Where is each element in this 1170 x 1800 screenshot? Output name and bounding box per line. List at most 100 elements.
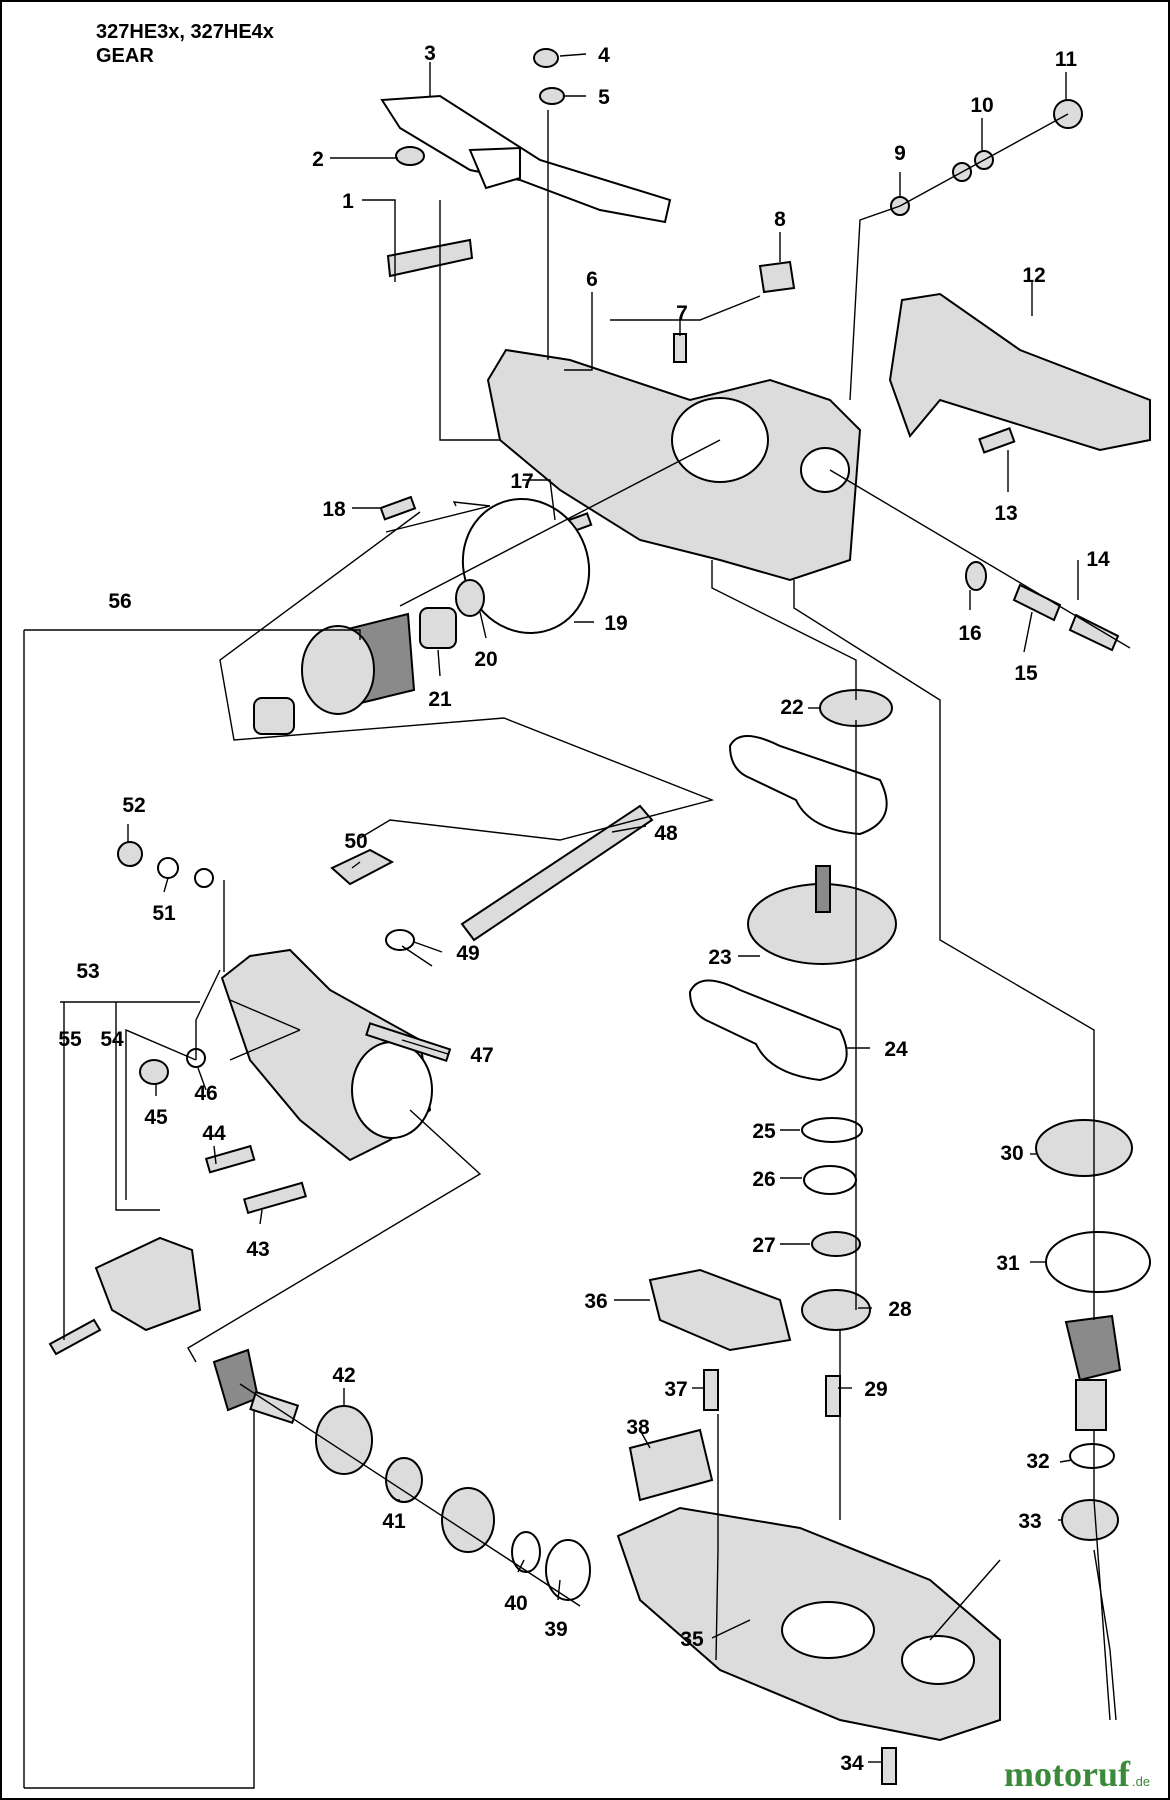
part-screw bbox=[242, 1181, 307, 1215]
part-ball-bearing bbox=[315, 1405, 373, 1475]
part-spring bbox=[48, 1318, 102, 1356]
part-plug bbox=[758, 260, 796, 294]
part-ball-bearing bbox=[441, 1487, 495, 1553]
part-label: 17 bbox=[510, 470, 533, 493]
part-label: 31 bbox=[996, 1252, 1020, 1275]
part-label: 37 bbox=[664, 1378, 687, 1401]
part-label: 7 bbox=[676, 302, 688, 325]
part-label: 34 bbox=[840, 1752, 864, 1775]
part-label: 54 bbox=[100, 1028, 124, 1051]
part-slide-cap bbox=[94, 1236, 202, 1332]
part-label: 10 bbox=[970, 94, 993, 117]
part-circlip bbox=[545, 1539, 591, 1601]
part-screw bbox=[673, 333, 687, 363]
part-label: 42 bbox=[332, 1364, 355, 1387]
part-washer bbox=[801, 1117, 863, 1143]
part-label: 36 bbox=[584, 1290, 607, 1313]
part-label: 14 bbox=[1086, 548, 1110, 571]
part-labels: 1 bbox=[342, 190, 354, 213]
part-needle-bearing bbox=[419, 607, 457, 649]
parts-layer bbox=[48, 48, 1151, 1785]
part-label: 21 bbox=[428, 688, 452, 711]
part-bracket bbox=[648, 1268, 792, 1352]
part-label: 6 bbox=[586, 268, 598, 291]
part-label: 18 bbox=[322, 498, 346, 521]
part-label: 33 bbox=[1018, 1510, 1041, 1533]
part-label: 32 bbox=[1026, 1450, 1049, 1473]
part-handle bbox=[888, 292, 1151, 452]
part-label: 12 bbox=[1022, 264, 1045, 287]
part-bevel-pinion bbox=[212, 1348, 260, 1412]
part-label: 20 bbox=[474, 648, 497, 671]
part-label: 41 bbox=[382, 1510, 406, 1533]
part-label: 56 bbox=[108, 590, 131, 613]
part-label: 11 bbox=[1055, 48, 1078, 71]
part-block bbox=[628, 1428, 714, 1502]
part-washer bbox=[539, 87, 565, 105]
part-ball-bearing bbox=[1061, 1499, 1119, 1541]
part-circlip bbox=[1045, 1231, 1151, 1293]
part-label: 25 bbox=[752, 1120, 776, 1143]
part-label: 30 bbox=[1000, 1142, 1023, 1165]
part-label: 44 bbox=[202, 1122, 226, 1145]
part-label: 24 bbox=[884, 1038, 908, 1061]
part-label: 52 bbox=[122, 794, 145, 817]
part-clip bbox=[330, 848, 395, 886]
part-label: 19 bbox=[604, 612, 627, 635]
part-washer bbox=[395, 146, 425, 166]
part-screw bbox=[204, 1144, 256, 1174]
part-label: 8 bbox=[774, 208, 786, 231]
part-label: 5 bbox=[598, 86, 610, 109]
part-link-plate bbox=[728, 735, 888, 836]
part-label: 45 bbox=[144, 1106, 168, 1129]
part-shaft bbox=[460, 804, 654, 942]
part-head-bore bbox=[351, 1041, 433, 1139]
part-label: 29 bbox=[864, 1378, 887, 1401]
part-label: 47 bbox=[470, 1044, 493, 1067]
part-label: 15 bbox=[1014, 662, 1038, 685]
part-label: 50 bbox=[344, 830, 367, 853]
part-label: 28 bbox=[888, 1298, 912, 1321]
part-label: 48 bbox=[654, 822, 678, 845]
part-label: 39 bbox=[544, 1618, 567, 1641]
part-label: 53 bbox=[76, 960, 99, 983]
part-label: 9 bbox=[894, 142, 906, 165]
part-key bbox=[386, 238, 474, 278]
watermark-tld: .de bbox=[1132, 1774, 1150, 1789]
part-label: 38 bbox=[626, 1416, 650, 1439]
part-label: 26 bbox=[752, 1168, 775, 1191]
leader-lines bbox=[23, 53, 1131, 1789]
part-label: 22 bbox=[780, 696, 803, 719]
part-label: 2 bbox=[312, 148, 324, 171]
part-label: 13 bbox=[994, 502, 1017, 525]
part-washer bbox=[455, 579, 485, 617]
part-cap bbox=[965, 561, 987, 591]
part-nut bbox=[139, 1059, 169, 1085]
part-label: 46 bbox=[194, 1082, 217, 1105]
part-label: 3 bbox=[424, 42, 436, 65]
part-label: 55 bbox=[58, 1028, 82, 1051]
part-nut bbox=[533, 48, 559, 68]
part-label: 1 bbox=[342, 190, 354, 213]
part-screw bbox=[825, 1375, 841, 1417]
part-ball-bearing bbox=[801, 1289, 871, 1331]
part-pinion bbox=[1064, 1314, 1122, 1382]
part-nut bbox=[117, 841, 143, 867]
watermark-logo: motoruf bbox=[1004, 1754, 1131, 1794]
part-label: 43 bbox=[246, 1238, 269, 1261]
part-label: 51 bbox=[152, 902, 176, 925]
part-gear-housing bbox=[486, 348, 862, 582]
part-label: 40 bbox=[504, 1592, 527, 1615]
section-title: GEAR bbox=[96, 45, 154, 67]
part-label: 27 bbox=[752, 1234, 775, 1257]
part-pin bbox=[1068, 613, 1120, 652]
part-screw bbox=[978, 427, 1016, 454]
part-label: 23 bbox=[708, 946, 731, 969]
part-label: 16 bbox=[958, 622, 981, 645]
part-label: 35 bbox=[680, 1628, 704, 1651]
part-link-plate bbox=[688, 979, 848, 1082]
part-label: 4 bbox=[598, 44, 610, 67]
